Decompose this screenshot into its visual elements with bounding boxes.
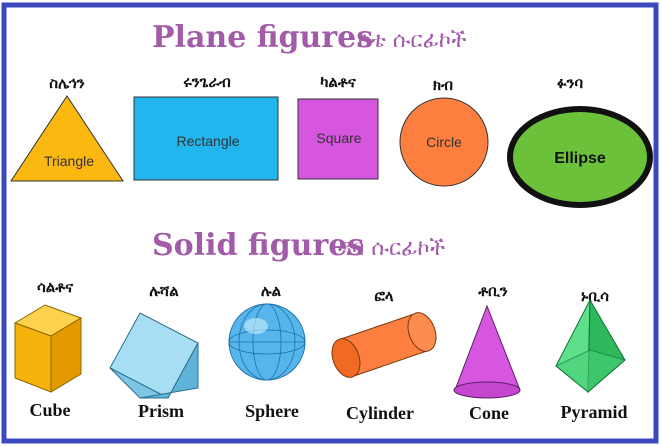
ellipse-label: ፉንባ	[557, 74, 583, 92]
square-name: Square	[316, 130, 361, 146]
triangle-name: Triangle	[44, 153, 94, 169]
triangle-shape	[10, 95, 124, 182]
cone-shape	[453, 304, 521, 399]
cone-label: ቶቢን	[477, 282, 508, 300]
circle-name: Circle	[426, 134, 462, 150]
cylinder-name: Cylinder	[346, 403, 414, 423]
cube-name: Cube	[29, 400, 70, 420]
prism-name: Prism	[138, 401, 184, 421]
ellipse-name: Ellipse	[554, 150, 606, 167]
cone-name: Cone	[469, 403, 509, 423]
triangle-label: ስሌኅን	[49, 74, 85, 92]
cube-label: ሳልቶና	[37, 278, 74, 296]
plane-title-amharic: ሰቴ ሱርፊኮች	[358, 28, 467, 53]
prism-shape	[109, 312, 199, 399]
cube-shape	[13, 304, 83, 393]
pyramid-shape	[555, 298, 627, 394]
square-label: ካልቶና	[320, 73, 357, 91]
plane-title: Plane figures	[152, 20, 373, 55]
rectangle-label: ሩንጌራብ	[183, 73, 231, 91]
solid-title-amharic: ዳባ ሱርፊኮች	[338, 236, 446, 261]
circle-label: ክብ	[433, 76, 453, 94]
cylinder-shape	[331, 312, 437, 378]
sphere-label: ሉል	[261, 282, 282, 300]
sphere-shape	[228, 303, 306, 381]
pyramid-name: Pyramid	[561, 402, 628, 422]
rectangle-name: Rectangle	[176, 133, 239, 149]
circle-shape	[399, 97, 489, 187]
cylinder-label: ፎላ	[374, 287, 394, 305]
prism-label: ሉሻል	[149, 282, 179, 300]
sphere-name: Sphere	[245, 401, 299, 421]
solid-title: Solid figures	[152, 228, 364, 263]
ellipse-shape	[507, 106, 653, 208]
pyramid-label: ኑቢሳ	[581, 287, 609, 305]
rectangle-shape	[133, 96, 279, 181]
square-shape	[297, 98, 379, 180]
